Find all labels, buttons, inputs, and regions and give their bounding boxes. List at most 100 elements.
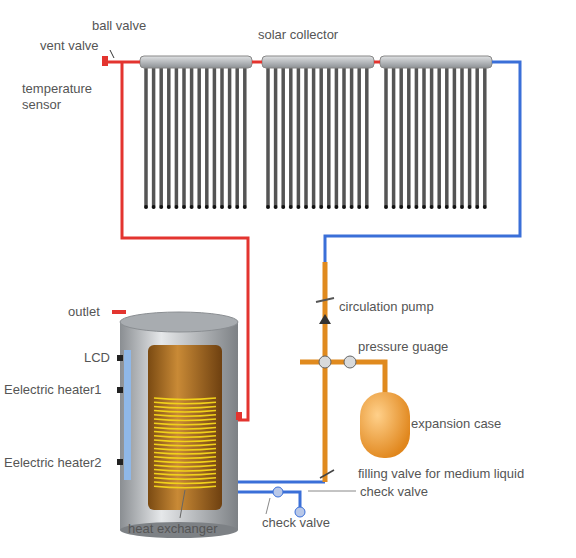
vacuum-tube bbox=[175, 68, 179, 206]
coil-winding bbox=[154, 474, 216, 476]
tube-end bbox=[205, 205, 209, 209]
coil-winding bbox=[154, 432, 216, 434]
tube-end bbox=[243, 205, 247, 209]
tube-end bbox=[197, 205, 201, 209]
tube-end bbox=[174, 205, 178, 209]
vacuum-tube bbox=[399, 68, 403, 206]
vacuum-tube bbox=[235, 68, 239, 206]
tube-end bbox=[342, 205, 346, 209]
tube-end bbox=[460, 205, 464, 209]
vacuum-tube bbox=[243, 68, 247, 206]
vacuum-tube bbox=[475, 68, 479, 206]
part-label: circulation pump bbox=[339, 299, 434, 315]
tube-end bbox=[304, 205, 308, 209]
coil-winding bbox=[154, 440, 216, 442]
tube-end bbox=[312, 205, 316, 209]
vacuum-tube bbox=[182, 68, 186, 206]
coil-winding bbox=[154, 478, 216, 480]
vacuum-tube bbox=[445, 68, 449, 206]
coil-winding bbox=[154, 411, 216, 413]
vacuum-tube bbox=[220, 68, 224, 206]
vacuum-tube bbox=[167, 68, 171, 206]
tube-end bbox=[437, 205, 441, 209]
part-label: filling valve for medium liquid bbox=[358, 466, 524, 482]
tube-end bbox=[422, 205, 426, 209]
tube-end bbox=[296, 205, 300, 209]
vacuum-tube bbox=[437, 68, 441, 206]
tube-end bbox=[384, 205, 388, 209]
vacuum-tube bbox=[281, 68, 285, 206]
vacuum-tube bbox=[430, 68, 434, 206]
vacuum-tube bbox=[327, 68, 331, 206]
vacuum-tube bbox=[357, 68, 361, 206]
vacuum-tube bbox=[342, 68, 346, 206]
vacuum-tube bbox=[468, 68, 472, 206]
vacuum-tube bbox=[197, 68, 201, 206]
part-label: expansion case bbox=[411, 416, 501, 432]
coil-winding bbox=[154, 444, 216, 446]
tube-end bbox=[407, 205, 411, 209]
vacuum-tube bbox=[365, 68, 369, 206]
vacuum-tube bbox=[350, 68, 354, 206]
tube-end bbox=[399, 205, 403, 209]
tube-end bbox=[235, 205, 239, 209]
coil-winding bbox=[154, 423, 216, 425]
vacuum-tube bbox=[335, 68, 339, 206]
vacuum-tube bbox=[266, 68, 270, 206]
vacuum-tube bbox=[190, 68, 194, 206]
coil-winding bbox=[154, 398, 216, 400]
vacuum-tube bbox=[228, 68, 232, 206]
tube-end bbox=[167, 205, 171, 209]
tube-end bbox=[392, 205, 396, 209]
tube-end bbox=[334, 205, 338, 209]
tube-end bbox=[182, 205, 186, 209]
vacuum-tube bbox=[304, 68, 308, 206]
vacuum-tube bbox=[274, 68, 278, 206]
tube-end bbox=[350, 205, 354, 209]
part-label: Eelectric heater1 bbox=[4, 382, 102, 398]
tube-end bbox=[220, 205, 224, 209]
coil-winding bbox=[154, 469, 216, 471]
tube-end bbox=[281, 205, 285, 209]
part-label: outlet bbox=[68, 304, 100, 320]
coil-winding bbox=[154, 482, 216, 484]
vacuum-tube bbox=[392, 68, 396, 206]
coil-winding bbox=[154, 448, 216, 450]
vacuum-tube bbox=[205, 68, 209, 206]
vacuum-tube bbox=[415, 68, 419, 206]
tube-end bbox=[266, 205, 270, 209]
part-label: ball valve bbox=[92, 18, 146, 34]
tube-end bbox=[445, 205, 449, 209]
coil-winding bbox=[154, 486, 216, 488]
part-label: Eelectric heater2 bbox=[4, 455, 102, 471]
part-label: pressure guage bbox=[358, 339, 448, 355]
tube-end bbox=[152, 205, 156, 209]
tube-end bbox=[475, 205, 479, 209]
part-label: temperature sensor bbox=[22, 81, 102, 113]
part-label: solar collector bbox=[258, 27, 338, 43]
tube-end bbox=[274, 205, 278, 209]
vacuum-tube bbox=[453, 68, 457, 206]
coil-winding bbox=[154, 427, 216, 429]
vacuum-tube bbox=[422, 68, 426, 206]
vacuum-tube bbox=[144, 68, 148, 206]
tube-end bbox=[144, 205, 148, 209]
tube-end bbox=[483, 205, 487, 209]
coil-winding bbox=[154, 461, 216, 463]
part-label: check valve bbox=[262, 515, 330, 531]
vacuum-tube bbox=[297, 68, 301, 206]
tube-end bbox=[228, 205, 232, 209]
part-label: check valve bbox=[360, 484, 428, 500]
vacuum-tube bbox=[407, 68, 411, 206]
vacuum-tube bbox=[159, 68, 163, 206]
tube-end bbox=[212, 205, 216, 209]
coil-winding bbox=[154, 402, 216, 404]
vacuum-tube bbox=[460, 68, 464, 206]
part-label: vent valve bbox=[40, 38, 99, 54]
tube-end bbox=[159, 205, 163, 209]
part-label: heat exchanger bbox=[128, 521, 218, 537]
coil-winding bbox=[154, 406, 216, 408]
vacuum-tube bbox=[289, 68, 293, 206]
vacuum-tube bbox=[213, 68, 217, 206]
